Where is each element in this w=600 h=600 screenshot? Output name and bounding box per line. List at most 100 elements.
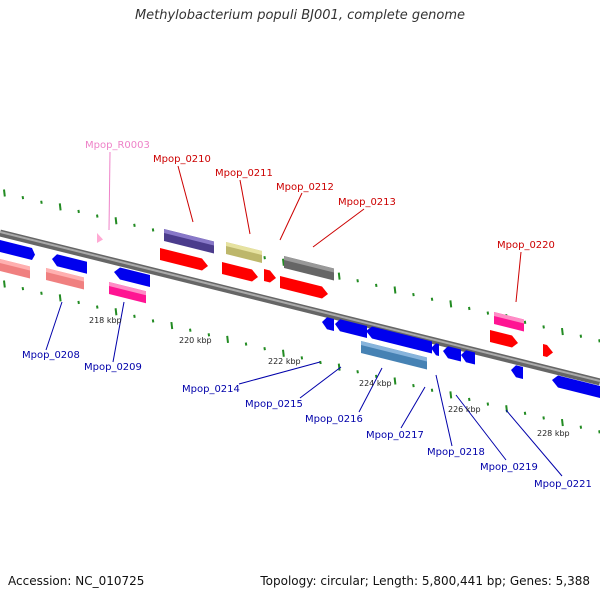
gene-feature-mpop-0208b[interactable] (0, 259, 30, 279)
gene-feature-mpop-0214[interactable] (322, 316, 334, 331)
gene-feature-mpop-0216[interactable] (366, 325, 432, 354)
tick-mark (96, 305, 99, 309)
tick-mark (319, 360, 322, 365)
tick-mark (244, 342, 248, 346)
tick-mark (133, 314, 136, 318)
gene-label-mpop-0218[interactable]: Mpop_0218 (427, 447, 485, 458)
gene-feature-mpop-0220c[interactable] (543, 344, 553, 358)
gene-label-mpop-0214[interactable]: Mpop_0214 (182, 384, 240, 395)
gene-label-mpop-0219[interactable]: Mpop_0219 (480, 462, 538, 473)
tick-mark (542, 416, 545, 420)
gene-labels: Mpop_R0003 Mpop_0208 Mpop_0209 Mpop_0210… (22, 140, 592, 490)
inner-tick-track (3, 280, 600, 434)
tick-mark (77, 209, 80, 214)
tick-mark (523, 411, 527, 415)
gene-label-mpop-0209[interactable]: Mpop_0209 (84, 362, 142, 373)
gene-feature-mpop-0208d[interactable] (46, 268, 84, 290)
tick-mark (40, 200, 43, 204)
tick-mark (207, 333, 211, 337)
tick-mark (114, 217, 118, 225)
tick-mark (189, 328, 192, 332)
tick-mark (133, 223, 136, 227)
tick-mark (393, 377, 397, 385)
tick-mark (337, 363, 341, 371)
tick-mark (561, 418, 564, 427)
tick-mark (58, 203, 62, 211)
accession-label: Accession: NC_010725 (8, 574, 145, 588)
gene-feature-mpop-0208a[interactable] (0, 240, 35, 261)
tick-mark (151, 319, 155, 323)
gene-feature-mpop-0213[interactable] (284, 256, 334, 281)
gene-feature-mpop-0221b[interactable] (552, 374, 600, 399)
tick-mark (430, 297, 434, 301)
tick-mark (579, 334, 583, 338)
tick-mark (468, 306, 471, 311)
tick-mark (58, 294, 62, 302)
gene-feature-mpop-0219b[interactable] (461, 349, 475, 365)
tick-mark (300, 356, 304, 360)
tick-mark (430, 388, 434, 392)
gene-feature-mpop-0215[interactable] (335, 318, 367, 338)
gene-label-mpop-0213[interactable]: Mpop_0213 (338, 197, 396, 208)
gene-label-mpop-0210[interactable]: Mpop_0210 (153, 154, 211, 165)
tick-mark (375, 374, 378, 379)
gene-label-mpop-0217[interactable]: Mpop_0217 (366, 430, 424, 441)
gene-label-mpop-0216[interactable]: Mpop_0216 (305, 414, 363, 425)
gene-feature-mpop-0212[interactable] (264, 269, 276, 284)
gene-feature-mpop-0220[interactable] (494, 312, 524, 332)
gene-label-mpop-0215[interactable]: Mpop_0215 (245, 399, 303, 410)
gene-feature-mpop-0211b[interactable] (222, 262, 258, 283)
genome-title: Methylobacterium populi BJ001, complete … (134, 8, 466, 23)
label-leaders (45, 151, 563, 477)
gene-label-mpop-0220[interactable]: Mpop_0220 (497, 240, 555, 251)
tick-mark (579, 425, 583, 429)
tick-mark (170, 321, 174, 330)
tick-mark (375, 283, 378, 288)
tick-mark (21, 286, 25, 291)
gene-feature-mpop-0213b[interactable] (280, 276, 328, 300)
gene-feature-mpop-0217[interactable] (361, 341, 427, 370)
gene-feature-mpop-0220b[interactable] (490, 330, 518, 349)
gene-feature-mpop-0210[interactable] (164, 229, 214, 254)
tick-mark (21, 195, 25, 200)
gene-label-mpop-r0003[interactable]: Mpop_R0003 (85, 140, 150, 151)
tick-mark (3, 280, 6, 288)
tick-mark (412, 383, 415, 388)
gene-label-mpop-0211[interactable]: Mpop_0211 (215, 168, 273, 179)
tick-mark (356, 279, 359, 283)
gene-feature-mpop-0210b[interactable] (160, 248, 208, 272)
gene-label-mpop-0221[interactable]: Mpop_0221 (534, 479, 592, 490)
genome-backbone (0, 229, 600, 386)
gene-feature-mpop-0209b[interactable] (109, 282, 146, 304)
scale-label-222: 222 kbp (268, 357, 301, 366)
tick-mark (449, 391, 453, 399)
tick-mark (561, 327, 564, 336)
gene-feature-mpop-0219a[interactable] (443, 345, 461, 362)
gene-label-mpop-0212[interactable]: Mpop_0212 (276, 182, 334, 193)
tick-mark (356, 370, 359, 374)
tick-mark (523, 320, 527, 324)
gene-feature-mpop-r0003[interactable] (97, 233, 103, 244)
scale-label-228: 228 kbp (537, 429, 570, 438)
tick-mark (151, 228, 155, 232)
gene-feature-mpop-0221a[interactable] (511, 364, 523, 379)
tick-mark (282, 258, 285, 266)
gene-feature-mpop-0209a[interactable] (114, 266, 150, 287)
tick-mark (263, 346, 266, 351)
tick-mark (77, 300, 80, 305)
gene-feature-mpop-0218[interactable] (431, 342, 439, 356)
tick-mark (337, 272, 341, 280)
gene-label-mpop-0208[interactable]: Mpop_0208 (22, 350, 80, 361)
scale-label-220: 220 kbp (179, 336, 212, 345)
scale-labels: 218 kbp 220 kbp 222 kbp 224 kbp 226 kbp … (89, 316, 570, 438)
tick-mark (449, 300, 453, 308)
tick-mark (412, 292, 415, 297)
gene-feature-mpop-0211[interactable] (226, 242, 262, 263)
scale-label-218: 218 kbp (89, 316, 122, 325)
scale-label-224: 224 kbp (359, 379, 392, 388)
tick-mark (40, 291, 43, 295)
gene-feature-mpop-0208c[interactable] (52, 253, 87, 274)
tick-mark (3, 189, 6, 197)
gene-features (0, 229, 600, 399)
